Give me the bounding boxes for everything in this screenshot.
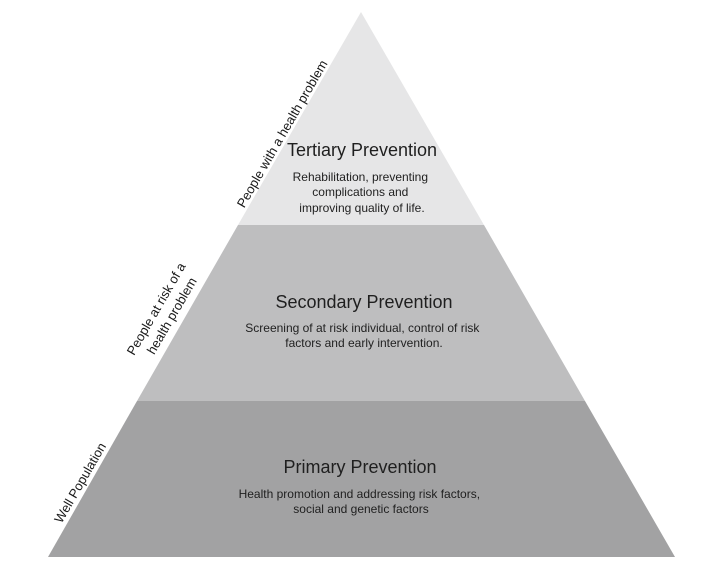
- primary-title: Primary Prevention: [283, 457, 436, 477]
- secondary-title: Secondary Prevention: [275, 292, 452, 312]
- primary-description-line: Health promotion and addressing risk fac…: [239, 487, 480, 501]
- tertiary-description: Rehabilitation, preventing complications…: [293, 170, 432, 215]
- primary-tier-shape: [48, 401, 675, 557]
- tertiary-description-line: Rehabilitation, preventing: [293, 170, 428, 184]
- tertiary-description-line: improving quality of life.: [299, 201, 424, 215]
- tertiary-description-line: complications and: [312, 185, 408, 199]
- primary-description: Health promotion and addressing risk fac…: [239, 487, 484, 516]
- tertiary-tier-shape: [238, 12, 484, 225]
- secondary-description-line: Screening of at risk individual, control…: [245, 321, 480, 335]
- secondary-description-line: factors and early intervention.: [285, 336, 442, 350]
- secondary-tier-shape: [137, 225, 585, 401]
- tertiary-title: Tertiary Prevention: [287, 140, 437, 160]
- primary-description-line: social and genetic factors: [293, 502, 428, 516]
- secondary-description: Screening of at risk individual, control…: [245, 321, 482, 350]
